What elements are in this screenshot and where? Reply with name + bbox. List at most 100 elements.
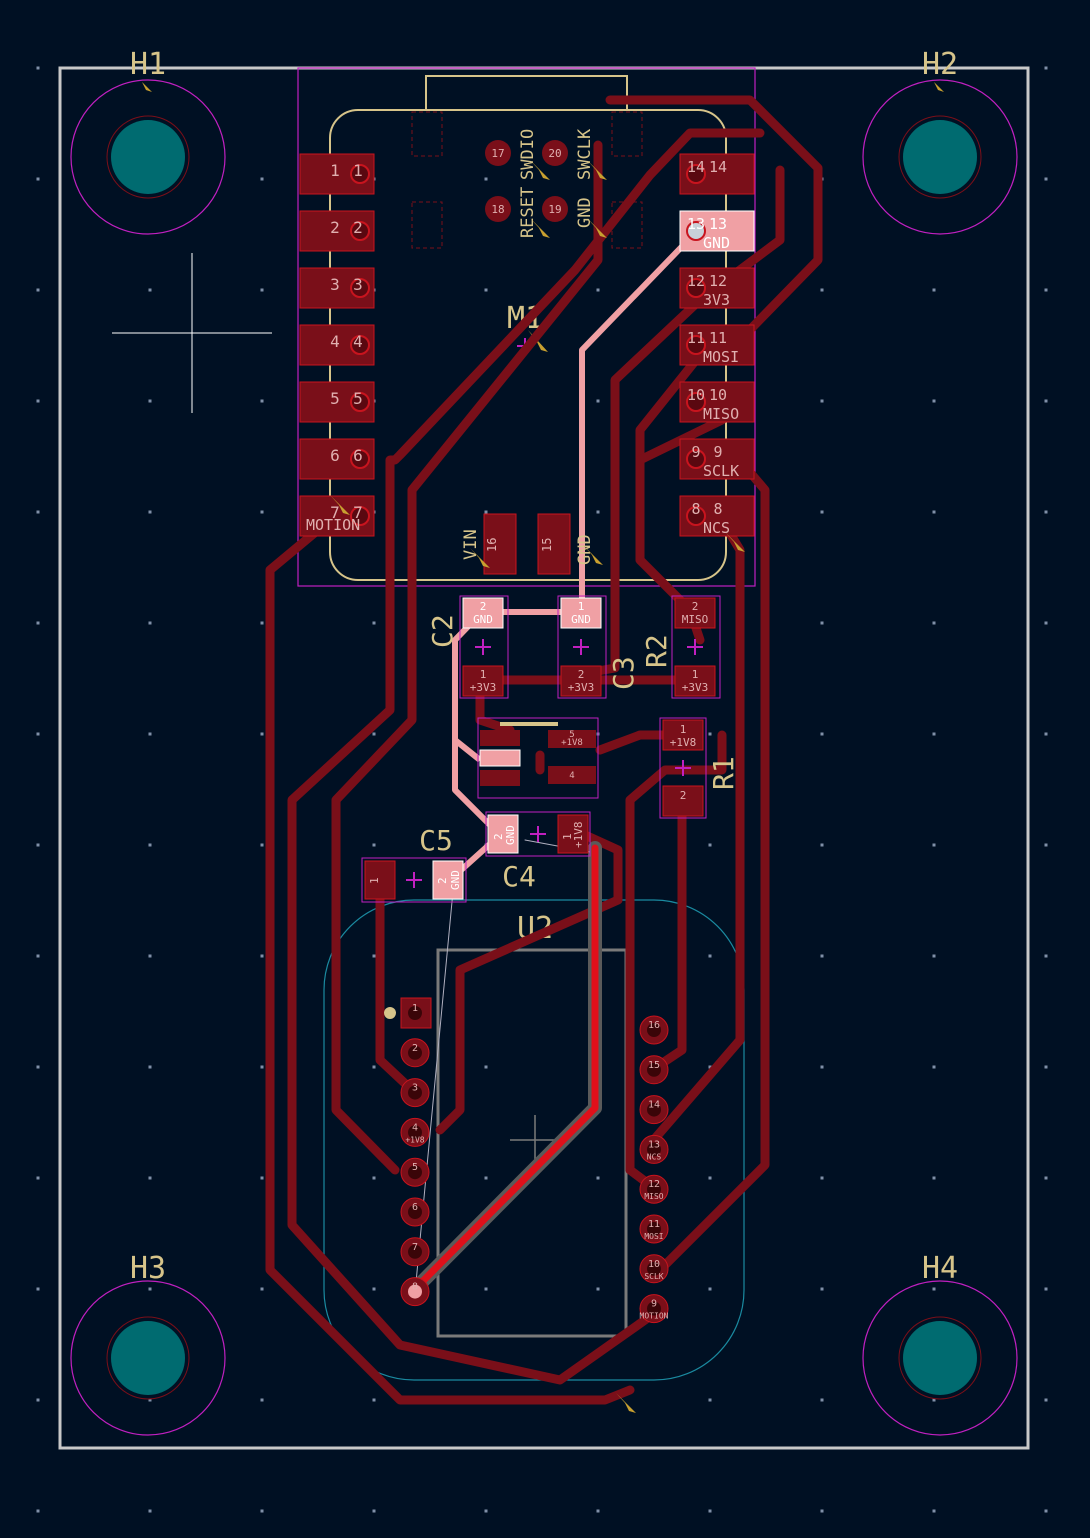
svg-text:6: 6: [353, 446, 363, 465]
c2-ref-label: C2: [426, 614, 459, 648]
svg-text:+1V8: +1V8: [561, 738, 583, 748]
svg-text:GND: GND: [571, 613, 591, 626]
svg-text:4: 4: [412, 1122, 418, 1133]
m1-pad-20[interactable]: 20: [542, 140, 568, 166]
capacitor-c4[interactable]: 2 GND 1 +1V8 C4: [485, 811, 591, 893]
svg-text:1: 1: [353, 161, 363, 180]
u2-right-pin-16[interactable]: 16: [639, 1015, 669, 1045]
svg-text:6: 6: [412, 1202, 418, 1213]
capacitor-c5[interactable]: 1 2 GND C5: [361, 824, 467, 903]
svg-text:16: 16: [648, 1020, 660, 1031]
pin7-marker-arrow-icon: [330, 495, 350, 515]
svg-text:1: 1: [412, 1003, 418, 1014]
mounting-hole-h3[interactable]: H3: [70, 1251, 226, 1436]
u2-left-pin-5[interactable]: 5: [400, 1157, 430, 1187]
swdio-marker-arrow-icon: [530, 160, 550, 180]
svg-text:13: 13: [709, 215, 727, 233]
resistor-r1[interactable]: 1 +1V8 2 R1: [659, 717, 740, 819]
u2-left-pin-7[interactable]: 7: [400, 1237, 430, 1267]
svg-text:+1V8: +1V8: [670, 736, 697, 749]
resistor-r2[interactable]: 2 MISO 1 +3V3 R2: [640, 595, 721, 699]
u2-left-pin-4[interactable]: 4+1V8: [400, 1117, 430, 1147]
svg-text:3V3: 3V3: [703, 291, 730, 309]
capacitor-c3[interactable]: 1 GND 2 +3V3 C3: [557, 595, 640, 699]
svg-text:2: 2: [680, 789, 687, 802]
m1-pad-17[interactable]: 17: [485, 140, 511, 166]
svg-text:13: 13: [648, 1139, 660, 1150]
svg-text:12: 12: [687, 272, 705, 290]
m1-top-pads: 17 20 18 19 RESET SWDIO SWCLK GND: [485, 128, 607, 238]
mounting-hole-h4[interactable]: H4: [862, 1251, 1018, 1436]
svg-text:10: 10: [648, 1259, 660, 1270]
svg-text:3: 3: [412, 1083, 418, 1094]
m1-pad-16[interactable]: 16 VIN: [461, 513, 517, 575]
svg-text:GND: GND: [703, 234, 730, 252]
m1-motion-label: MOTION: [306, 516, 360, 534]
gnd-label: GND: [575, 197, 595, 228]
svg-text:GND: GND: [449, 870, 462, 890]
svg-text:1: 1: [692, 668, 699, 681]
svg-text:2: 2: [578, 668, 585, 681]
h3-ref-label: H3: [130, 1251, 166, 1286]
h2-marker-arrow-icon: [924, 72, 944, 92]
m1-pad-18[interactable]: 18: [485, 196, 511, 222]
mounting-hole-h2[interactable]: H2: [862, 47, 1018, 235]
svg-text:2: 2: [492, 833, 505, 840]
regulator-footprint[interactable]: 5 +1V8 4: [477, 717, 599, 799]
u2-left-pin-8[interactable]: 8: [400, 1277, 430, 1307]
crosshair-cursor: [112, 253, 272, 413]
m1-pad-15[interactable]: 15 GND: [537, 513, 595, 575]
u2-left-pin-3[interactable]: 3: [400, 1078, 430, 1108]
capacitor-c2[interactable]: 2 GND 1 +3V3 C2: [426, 595, 509, 699]
m1-pad-19[interactable]: 19: [542, 196, 568, 222]
svg-text:20: 20: [548, 147, 561, 160]
gnd-bottom-marker-arrow-icon: [583, 545, 603, 565]
mounting-hole-h1[interactable]: H1: [70, 47, 226, 235]
svg-text:9: 9: [691, 443, 700, 461]
svg-text:+3V3: +3V3: [470, 681, 497, 694]
svg-text:12: 12: [648, 1179, 660, 1190]
svg-text:9: 9: [651, 1299, 657, 1310]
svg-text:4: 4: [353, 332, 363, 351]
u2-left-pin-1[interactable]: 1: [400, 997, 432, 1029]
svg-text:5: 5: [412, 1162, 418, 1173]
svg-text:1: 1: [480, 668, 487, 681]
svg-text:2: 2: [480, 600, 487, 613]
svg-text:MISO: MISO: [703, 405, 739, 423]
svg-text:11: 11: [709, 329, 727, 347]
svg-text:8: 8: [412, 1282, 418, 1293]
ncs-marker-arrow-icon: [725, 532, 745, 552]
svg-text:16: 16: [485, 538, 499, 552]
u2-left-pin-2[interactable]: 2: [400, 1038, 430, 1068]
bottom-marker-arrow-icon: [616, 1393, 636, 1413]
svg-text:17: 17: [491, 147, 504, 160]
u2-right-pin-15[interactable]: 15: [639, 1055, 669, 1085]
svg-text:3: 3: [353, 275, 363, 294]
u2-left-pin-6[interactable]: 6: [400, 1197, 430, 1227]
svg-text:2: 2: [692, 600, 699, 613]
svg-text:MISO: MISO: [682, 613, 709, 626]
r2-ref-label: R2: [640, 634, 673, 668]
u2-right-pin-14[interactable]: 14: [639, 1095, 669, 1125]
svg-text:5: 5: [353, 389, 363, 408]
